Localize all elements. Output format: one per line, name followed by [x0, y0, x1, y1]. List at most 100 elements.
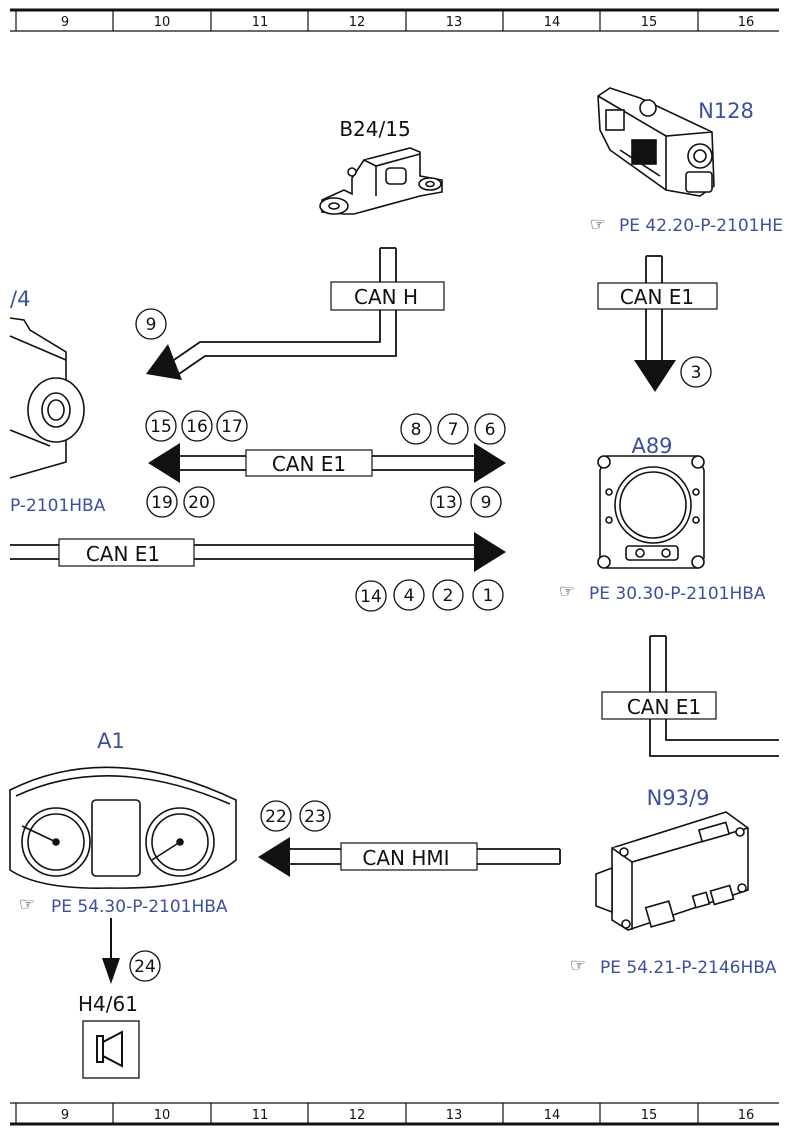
- can-e1-right-label: CAN E1: [627, 695, 701, 719]
- component-a89: A89 ☞ PE 30.30-P-2101HBA: [559, 434, 766, 604]
- b24-15-label: B24/15: [339, 117, 410, 141]
- bottom-ruler: 9 10 11 12 13 14 15 16: [10, 1102, 779, 1126]
- can-e1-right-arrowhead: [474, 443, 506, 483]
- a89-ref: PE 30.30-P-2101HBA: [589, 584, 766, 604]
- n93-9-reference: ☞ PE 54.21-P-2146HBA: [570, 955, 777, 978]
- marker-16: 16: [181, 410, 213, 442]
- svg-text:22: 22: [265, 807, 287, 827]
- pointing-hand-icon: ☞: [19, 894, 35, 915]
- ruler-bottom-13: 13: [446, 1108, 463, 1123]
- marker-24: 24: [129, 950, 161, 982]
- can-e1-mid-label: CAN E1: [272, 452, 346, 476]
- marker-14: 14: [355, 580, 387, 612]
- n93-9-ref: PE 54.21-P-2146HBA: [600, 958, 777, 978]
- component-h4-61: H4/61: [78, 992, 140, 1079]
- pointing-hand-icon: ☞: [559, 581, 575, 602]
- a89-label: A89: [631, 434, 672, 458]
- svg-text:3: 3: [691, 363, 702, 383]
- can-hmi-label: CAN HMI: [362, 846, 449, 870]
- marker-23: 23: [299, 800, 331, 832]
- svg-text:2: 2: [443, 586, 454, 606]
- svg-text:9: 9: [481, 493, 492, 513]
- svg-text:9: 9: [146, 315, 157, 335]
- marker-7: 7: [437, 413, 469, 445]
- a1-ref: PE 54.30-P-2101HBA: [51, 897, 228, 917]
- can-e1-right-connection: CAN E1: [601, 635, 779, 757]
- can-h-connection: CAN H: [146, 247, 445, 380]
- marker-8: 8: [400, 413, 432, 445]
- marker-1: 1: [472, 579, 504, 611]
- can-e1-n128-label: CAN E1: [620, 285, 694, 309]
- marker-9-mid: 9: [470, 486, 502, 518]
- svg-text:8: 8: [411, 420, 422, 440]
- svg-text:14: 14: [360, 587, 382, 607]
- ruler-bottom-15: 15: [641, 1108, 658, 1123]
- marker-22: 22: [260, 800, 292, 832]
- component-left-partial: /4 P-2101HBA: [9, 287, 106, 516]
- ruler-bottom-14: 14: [544, 1108, 561, 1123]
- svg-text:19: 19: [151, 493, 173, 513]
- ruler-top-16: 16: [738, 15, 755, 30]
- svg-text:17: 17: [221, 417, 243, 437]
- can-e1-low-label: CAN E1: [86, 542, 160, 566]
- svg-text:15: 15: [150, 417, 172, 437]
- control-unit-n93-9-icon: [595, 811, 749, 931]
- a1-label: A1: [97, 729, 125, 753]
- left-partial-label: /4: [10, 287, 30, 311]
- ruler-bottom-10: 10: [154, 1108, 171, 1123]
- pointing-hand-icon: ☞: [590, 214, 606, 235]
- control-unit-n128-icon: [597, 87, 715, 197]
- svg-text:4: 4: [404, 586, 415, 606]
- can-e1-mid-connection: CAN E1: [148, 443, 506, 483]
- ruler-bottom-12: 12: [349, 1108, 366, 1123]
- can-hmi-arrowhead: [258, 837, 290, 877]
- marker-15: 15: [145, 410, 177, 442]
- ruler-bottom-9: 9: [61, 1108, 69, 1123]
- marker-2: 2: [432, 579, 464, 611]
- marker-20: 20: [183, 486, 215, 518]
- a89-reference: ☞ PE 30.30-P-2101HBA: [559, 581, 766, 604]
- speaker-icon: [96, 1030, 123, 1068]
- marker-4: 4: [393, 579, 425, 611]
- can-e1-n128-connection: CAN E1: [597, 255, 718, 392]
- can-e1-down-arrowhead: [634, 360, 676, 392]
- can-h-label: CAN H: [354, 285, 418, 309]
- can-hmi-connection: CAN HMI: [258, 837, 561, 877]
- control-unit-partial-icon: [9, 317, 85, 479]
- ruler-bottom-11: 11: [252, 1108, 269, 1123]
- marker-13: 13: [430, 486, 462, 518]
- ruler-top-10: 10: [154, 15, 171, 30]
- svg-text:24: 24: [134, 957, 156, 977]
- svg-text:7: 7: [448, 420, 459, 440]
- svg-text:13: 13: [435, 493, 457, 513]
- n128-ref: PE 42.20-P-2101HE: [619, 216, 783, 236]
- radar-sensor-a89-icon: [597, 455, 705, 569]
- component-n93-9: N93/9 ☞ PE 54.21-P-2146HBA: [570, 786, 777, 978]
- can-e1-left-arrowhead: [148, 443, 180, 483]
- a1-down-arrowhead: [102, 958, 120, 984]
- component-a1: A1 ☞ PE 54.30-P-2101HBA: [9, 729, 237, 917]
- can-e1-low-connection: CAN E1: [10, 532, 506, 572]
- marker-9-top: 9: [135, 308, 167, 340]
- marker-19: 19: [146, 486, 178, 518]
- component-n128: N128 ☞ PE 42.20-P-2101HE: [590, 87, 783, 236]
- svg-text:23: 23: [304, 807, 326, 827]
- ruler-top-15: 15: [641, 15, 658, 30]
- component-b24-15: B24/15: [319, 117, 443, 215]
- svg-text:20: 20: [188, 493, 210, 513]
- yaw-sensor-icon: [319, 147, 443, 215]
- a1-reference: ☞ PE 54.30-P-2101HBA: [19, 894, 228, 917]
- n93-9-label: N93/9: [647, 786, 710, 810]
- h4-61-label: H4/61: [78, 992, 138, 1016]
- marker-17: 17: [216, 410, 248, 442]
- left-partial-ref: P-2101HBA: [10, 496, 106, 516]
- ruler-bottom-16: 16: [738, 1108, 755, 1123]
- marker-3: 3: [680, 356, 712, 388]
- ruler-top-14: 14: [544, 15, 561, 30]
- instrument-cluster-icon: [9, 766, 237, 889]
- top-ruler: 9 10 11 12 13 14 15 16: [10, 8, 779, 32]
- ruler-top-12: 12: [349, 15, 366, 30]
- svg-text:6: 6: [485, 420, 496, 440]
- can-h-arrowhead: [146, 344, 182, 380]
